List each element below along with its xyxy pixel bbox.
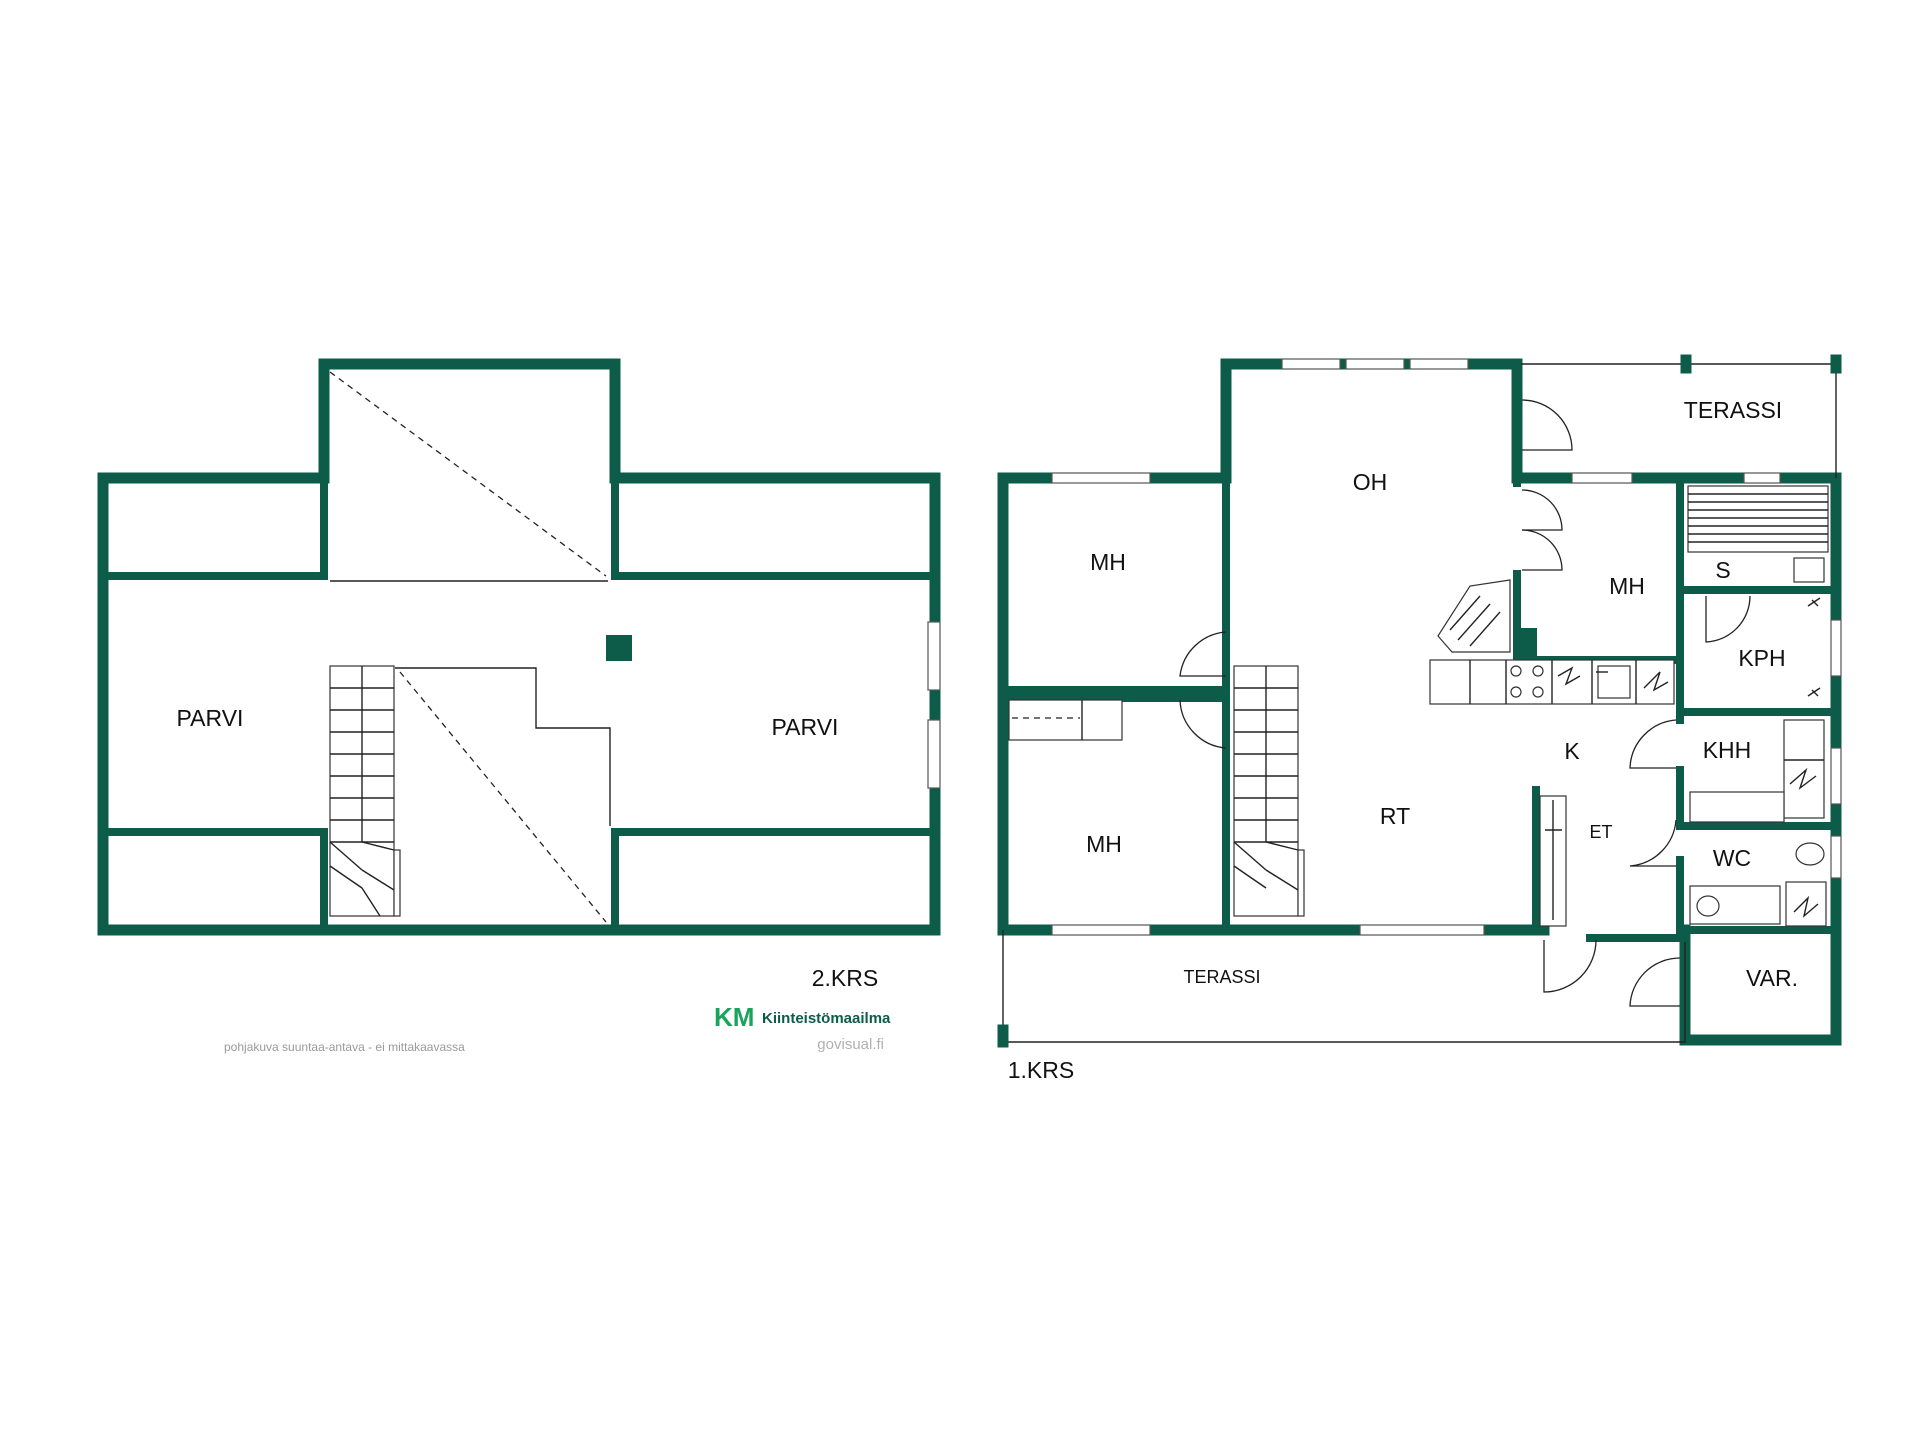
room-label-kph: KPH [1738, 645, 1785, 671]
brand-km-mark: KM [714, 1002, 754, 1032]
room-label-et: ET [1589, 822, 1612, 842]
floor2-stairs [329, 665, 401, 917]
washbasin-icon [1696, 895, 1720, 917]
window-oh-3 [1409, 358, 1469, 370]
sauna-heater-icon [1793, 557, 1825, 583]
room-label-k: K [1564, 738, 1580, 764]
stove-icon [1510, 665, 1544, 698]
floor2-railing-opening [395, 667, 611, 826]
door-wc[interactable] [1629, 819, 1677, 867]
room-label-mh-left-bottom: MH [1086, 831, 1122, 857]
room-label-mh-right: MH [1609, 573, 1645, 599]
window-mh-top [1051, 472, 1151, 484]
room-label-wc: WC [1713, 845, 1751, 871]
brand-logo: KM Kiinteistömaailma [714, 1002, 891, 1032]
disclaimer-text: pohjakuva suuntaa-antava - ei mittakaava… [224, 1040, 465, 1054]
door-var[interactable] [1629, 957, 1681, 1007]
window-rt [1359, 924, 1485, 936]
door-entrance[interactable] [1543, 939, 1597, 993]
floor-label-2krs: 2.KRS [812, 965, 878, 991]
floor2-void-diagonal-top [329, 371, 607, 577]
room-label-terassi-top: TERASSI [1684, 397, 1782, 423]
room-label-var: VAR. [1746, 965, 1798, 991]
wc-fixtures [1689, 842, 1827, 927]
room-label-khh: KHH [1703, 737, 1752, 763]
room-label-s: S [1715, 557, 1730, 583]
appliance-icon-2 [1643, 671, 1669, 692]
wardrobe [1008, 699, 1123, 741]
floor-label-1krs: 1.KRS [1008, 1057, 1074, 1083]
pillar [1513, 628, 1537, 656]
room-label-parvi-right: PARVI [772, 714, 839, 740]
window-oh-2 [1345, 358, 1405, 370]
window-kph [1830, 619, 1842, 677]
floor-1-plan: OH TERASSI MH MH MH S KPH K KHH RT ET WC… [997, 354, 1842, 1083]
floor1-stairs [1233, 665, 1305, 917]
door-mh-right-2[interactable] [1521, 529, 1563, 571]
terrace-top-outline [1517, 363, 1837, 478]
door-khh[interactable] [1629, 719, 1677, 769]
door-mh-right-1[interactable] [1521, 489, 1563, 531]
floor2-void-diagonal-bottom [399, 671, 607, 923]
kitchen-counter [1429, 659, 1675, 705]
door-terrace-top[interactable] [1521, 399, 1573, 451]
sauna-bench [1687, 485, 1829, 553]
floor2-outer-wall [97, 358, 941, 936]
floor2-window-right-2 [927, 719, 941, 789]
brand-name: Kiinteistömaailma [762, 1010, 891, 1027]
floor2-window-right-1 [927, 621, 941, 691]
room-label-terassi-bottom: TERASSI [1183, 967, 1260, 987]
appliance-icon-1 [1557, 666, 1581, 686]
window-sauna [1743, 472, 1781, 484]
room-label-oh: OH [1353, 469, 1388, 495]
door-mh-top[interactable] [1179, 631, 1227, 677]
room-label-rt: RT [1380, 803, 1410, 829]
shower-icon-2 [1807, 687, 1821, 697]
entry-closet [1532, 786, 1567, 934]
toilet-icon [1795, 842, 1825, 866]
window-khh [1830, 747, 1842, 805]
window-wc [1830, 835, 1842, 879]
fireplace [1437, 579, 1511, 653]
laundry-appliances [1689, 719, 1825, 823]
window-oh-1 [1281, 358, 1341, 370]
window-mh-right [1571, 472, 1633, 484]
sink-icon [1596, 665, 1631, 699]
room-label-parvi-left: PARVI [177, 705, 244, 731]
chimney [606, 635, 632, 661]
shower-icon-1 [1807, 597, 1821, 607]
door-mh-bottom[interactable] [1179, 699, 1227, 749]
room-label-mh-left-top: MH [1090, 549, 1126, 575]
credit-text: govisual.fi [817, 1036, 884, 1053]
window-mh-bottom [1051, 924, 1151, 936]
floor-2-plan: PARVI PARVI 2.KRS [97, 358, 941, 991]
terrace-bottom-outline [1002, 930, 1686, 1043]
door-sauna[interactable] [1705, 595, 1751, 643]
